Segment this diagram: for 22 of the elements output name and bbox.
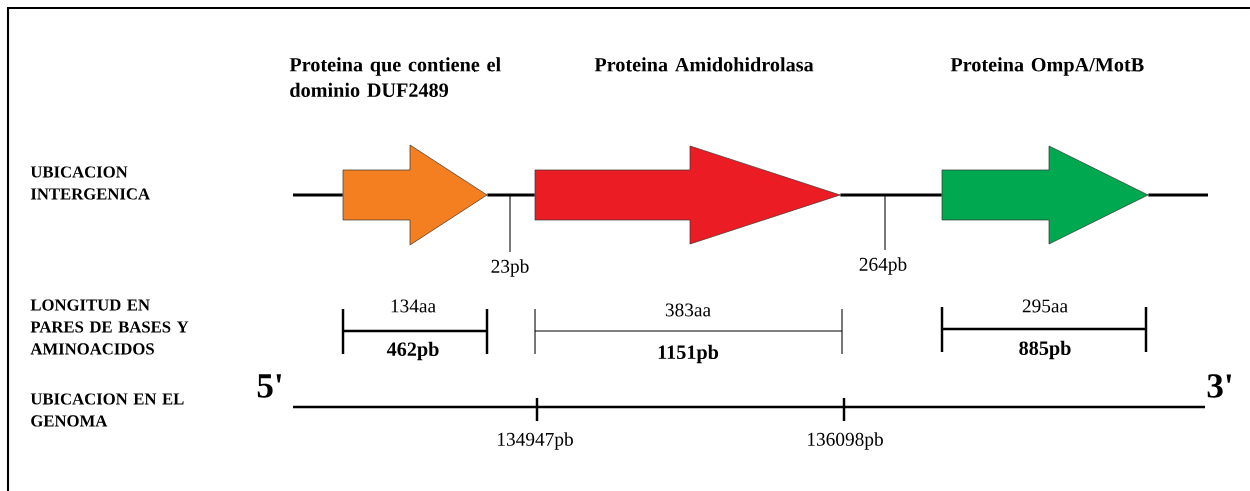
row-label: UBICACION INTERGENICA bbox=[30, 166, 150, 200]
dimension-label: 264pb bbox=[859, 257, 907, 275]
dimension-label: 295aa bbox=[1022, 299, 1068, 313]
backbone-line bbox=[487, 193, 535, 197]
gene-label: Proteina OmpA/MotB bbox=[950, 57, 1144, 76]
gene-label: Proteina Amidohidrolasa bbox=[594, 57, 814, 72]
row-label: UBICACION EN EL GENOMA bbox=[30, 393, 184, 427]
backbone-line bbox=[1148, 193, 1208, 197]
gene-label: Proteina que contiene el dominio DUF2489 bbox=[289, 57, 501, 98]
dimension-label: 885pb bbox=[1019, 340, 1071, 360]
row-label: LONGITUD EN PARES DE BASES Y AMINOACIDOS bbox=[30, 299, 189, 355]
backbone-line bbox=[293, 193, 343, 197]
dimension-label: 134947pb bbox=[498, 432, 573, 450]
strand-end-label: 5' bbox=[257, 374, 282, 398]
dimension-label: 462pb bbox=[386, 341, 439, 361]
dimension-label: 383aa bbox=[665, 303, 711, 317]
dimension-label: 1151pb bbox=[658, 344, 719, 364]
dimension-label: 23pb bbox=[491, 259, 529, 277]
dimension-label: 136098pb bbox=[808, 432, 883, 450]
backbone-line bbox=[840, 193, 942, 197]
dimension-label: 134aa bbox=[391, 299, 436, 313]
strand-end-label: 3' bbox=[1207, 374, 1231, 398]
